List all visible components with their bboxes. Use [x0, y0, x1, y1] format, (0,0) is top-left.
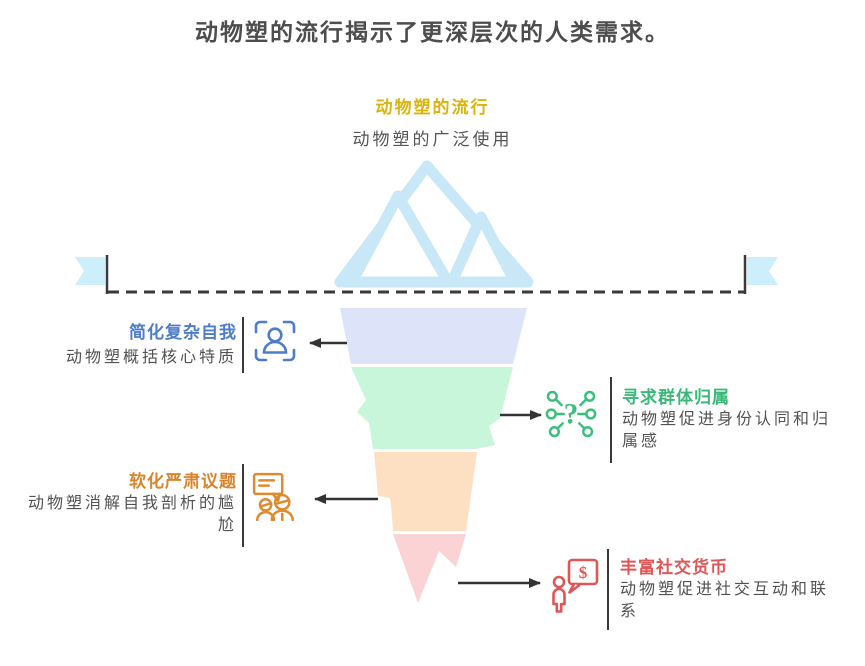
layer-group-belonging — [351, 367, 513, 449]
surface-subheading: 动物塑的广泛使用 — [352, 130, 513, 149]
person-money-bubble-icon: $ — [549, 558, 601, 620]
flag-right-icon — [747, 257, 778, 285]
label-soften-divider — [242, 464, 244, 547]
label-social-divider — [607, 549, 609, 630]
label-social-desc: 动物塑促进社交互动和联系 — [620, 581, 830, 620]
label-soften-desc: 动物塑消解自我剖析的尴尬 — [27, 495, 237, 534]
layer-soften-topics — [374, 452, 477, 531]
label-simplify-title: 简化复杂自我 — [129, 323, 237, 342]
svg-text:$: $ — [579, 563, 588, 582]
mountain-icon — [334, 160, 534, 288]
network-question-icon: ? — [544, 387, 598, 441]
user-focus-icon — [252, 318, 298, 364]
page-title: 动物塑的流行揭示了更深层次的人类需求。 — [195, 20, 670, 45]
flag-left-icon — [75, 257, 105, 285]
label-simplify-desc: 动物塑概括核心特质 — [65, 349, 237, 366]
label-soften-title: 软化严肃议题 — [129, 472, 237, 491]
label-simplify-divider — [242, 317, 244, 373]
surface-heading: 动物塑的流行 — [375, 98, 490, 117]
layer-simplify-self — [340, 308, 527, 364]
label-belonging-title: 寻求群体归属 — [622, 388, 730, 407]
label-social-title: 丰富社交货币 — [620, 558, 728, 577]
label-belonging-divider — [610, 377, 612, 463]
label-belonging-desc: 动物塑促进身份认同和归属感 — [622, 411, 832, 450]
discussion-icon — [251, 471, 301, 521]
svg-text:?: ? — [564, 398, 579, 430]
layer-social-currency — [393, 534, 466, 603]
